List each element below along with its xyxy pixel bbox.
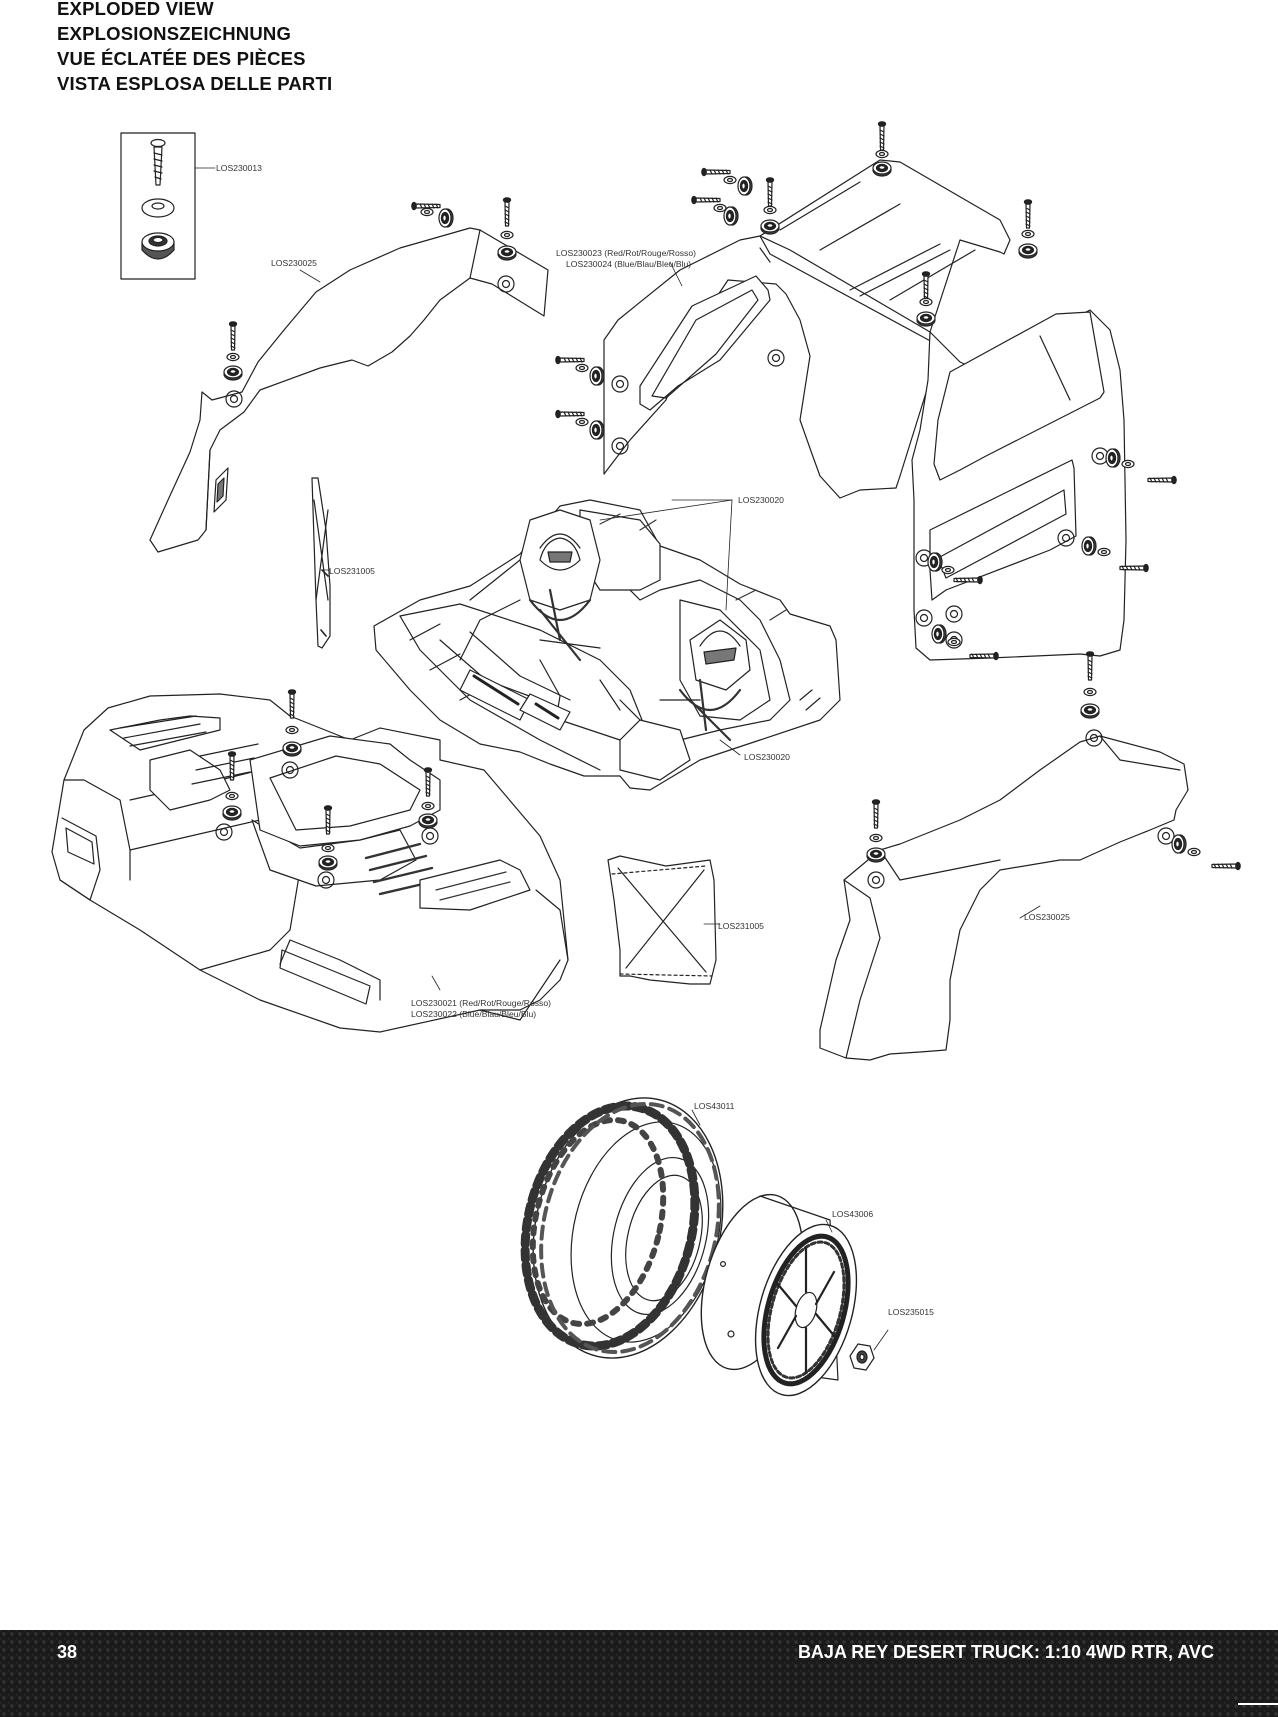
callout-interior-bottom: LOS230020 <box>744 752 790 762</box>
tire <box>520 1097 724 1359</box>
page-title-fr: VUE ÉCLATÉE DES PIÈCES <box>57 48 306 69</box>
page-title-en: EXPLODED VIEW <box>57 0 214 19</box>
callout-tire: LOS43011 <box>694 1101 735 1111</box>
title-block: EXPLODED VIEW EXPLOSIONSZEICHNUNG VUE ÉC… <box>57 0 332 96</box>
wheel <box>700 1193 858 1397</box>
window-net-center <box>607 855 721 985</box>
window-net-left <box>311 477 331 649</box>
footer-stripe <box>1238 1703 1278 1705</box>
front-fender-right <box>819 651 1241 1061</box>
callout-hood-blue: LOS230022 (Blue/Blau/Bleu/Blu) <box>411 1009 537 1019</box>
cab-roof <box>555 121 1177 661</box>
page-footer: 38 BAJA REY DESERT TRUCK: 1:10 4WD RTR, … <box>0 1630 1278 1717</box>
callout-front-fender-right: LOS230025 <box>1024 912 1070 922</box>
callout-wheel: LOS43006 <box>832 1209 874 1219</box>
callout-cab-blue: LOS230024 (Blue/Blau/Bleu/Blu) <box>566 259 692 269</box>
callout-window-net-left: LOS231005 <box>329 566 375 576</box>
callout-hood-red: LOS230021 (Red/Rot/Rouge/Rosso) <box>411 998 551 1008</box>
exploded-view-diagram <box>51 121 1241 1397</box>
interior-driver-tub <box>373 499 841 791</box>
page-title-de: EXPLOSIONSZEICHNUNG <box>57 23 292 44</box>
product-title: BAJA REY DESERT TRUCK: 1:10 4WD RTR, AVC <box>797 1642 1214 1662</box>
page-number: 38 <box>57 1642 78 1662</box>
callout-window-net-center: LOS231005 <box>718 921 764 931</box>
callout-driver-top: LOS230020 <box>738 495 784 505</box>
callout-rear-fender-left: LOS230025 <box>271 258 317 268</box>
page-title-it: VISTA ESPLOSA DELLE PARTI <box>57 73 333 94</box>
callout-body-mount: LOS230013 <box>216 163 262 173</box>
hood-front-body <box>51 689 569 1033</box>
rear-fender-left <box>149 197 549 553</box>
wheel-nut <box>849 1329 889 1371</box>
callout-cab-red: LOS230023 (Red/Rot/Rouge/Rosso) <box>556 248 696 258</box>
callout-wheel-nut: LOS235015 <box>888 1307 934 1317</box>
body-mount-detail <box>120 132 216 280</box>
